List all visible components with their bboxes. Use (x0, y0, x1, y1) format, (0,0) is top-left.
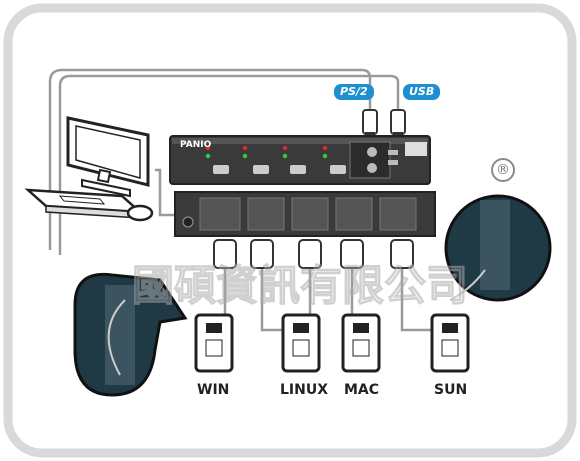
tower-linux (281, 313, 321, 373)
tower-mac (341, 313, 381, 373)
vga-connectors (213, 239, 414, 269)
mouse (126, 204, 154, 222)
tower-win (194, 313, 234, 373)
outer-frame (3, 3, 577, 458)
kvm-switch-rear (174, 191, 436, 237)
computer-label-sun: SUN (434, 382, 468, 398)
keyboard (24, 188, 144, 219)
computer-label-win: WIN (197, 382, 230, 398)
computer-towers (194, 313, 470, 373)
right-callout (444, 194, 552, 302)
kvm-switch-front (169, 135, 431, 185)
monitor (66, 116, 150, 198)
usb-label: USB (403, 84, 441, 100)
computer-label-mac: MAC (344, 382, 380, 398)
registered-mark: ® (491, 158, 515, 182)
kvm-brand: PANIO (180, 140, 212, 150)
ps2-label: PS/2 (334, 84, 374, 100)
left-callout (73, 272, 188, 397)
tower-sun (430, 313, 470, 373)
computer-label-linux: LINUX (280, 382, 329, 398)
watermark-text: 國碩資訊有限公司 (132, 261, 468, 310)
